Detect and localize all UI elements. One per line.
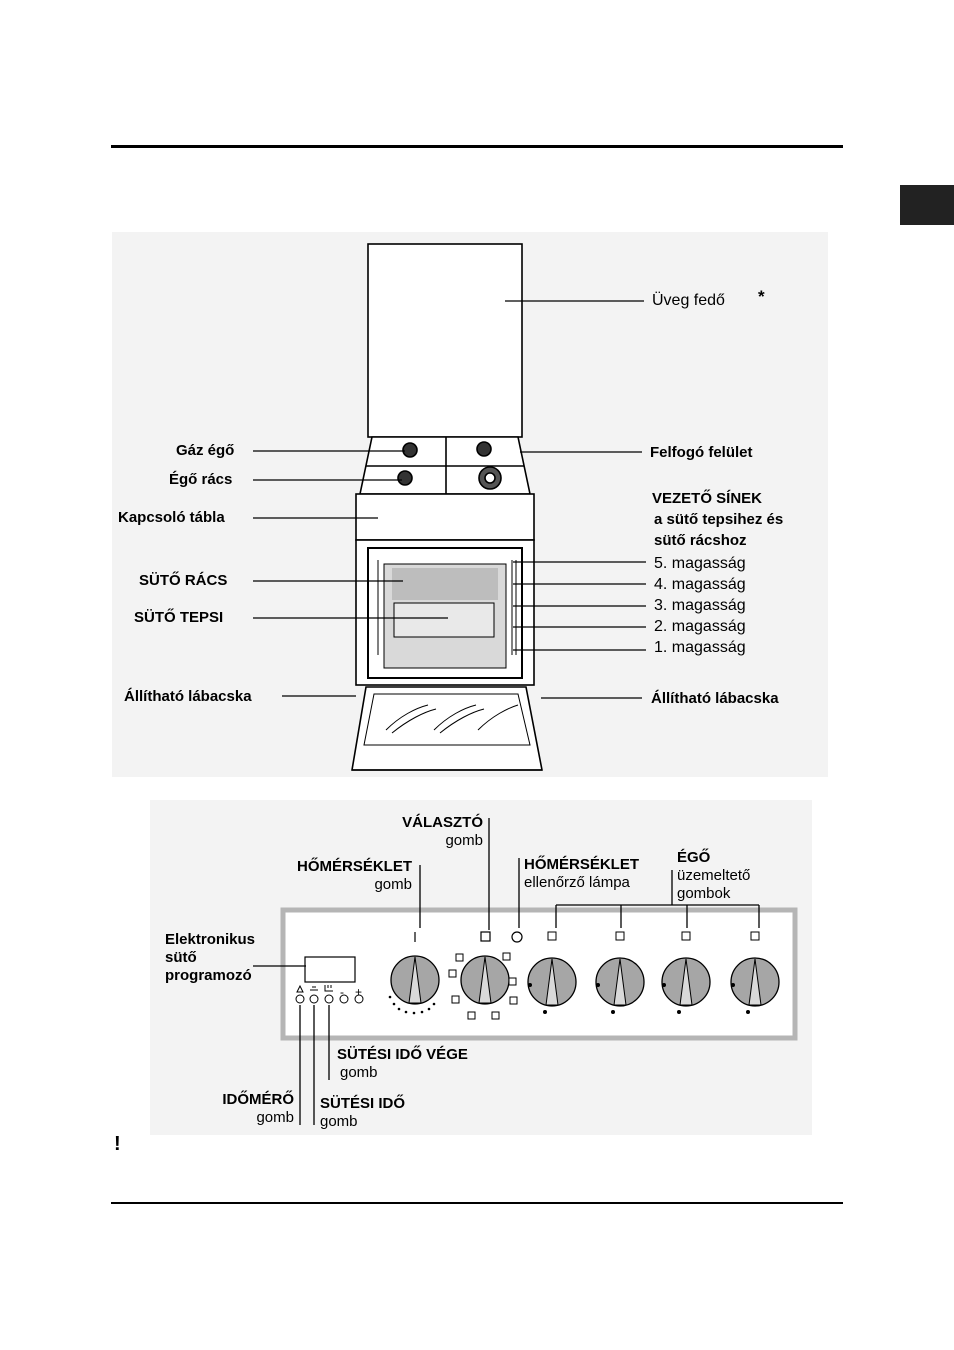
burners: [397, 441, 502, 490]
label-programmer-plus: +: [355, 985, 363, 999]
indicator-symbols: [414, 931, 523, 943]
label-programmer: Elektronikus sütő programozó: [165, 931, 255, 985]
glass-lid: [367, 243, 523, 438]
burner-knobs-sub2: gombok: [677, 885, 731, 902]
label-oven-rack: SÜTŐ RÁCS: [139, 572, 228, 589]
guide-rails-line3: sütő rácshoz: [654, 532, 747, 549]
label-level-4: 4. magasság: [654, 576, 746, 593]
stove-leader-lines: [253, 300, 646, 699]
note-mark: !: [114, 1133, 121, 1155]
burner-knobs: [527, 957, 780, 1007]
top-rule: [111, 145, 843, 148]
burner-position-icons: [547, 931, 760, 941]
selector-symbols: [448, 952, 518, 1020]
oven-tray-shape: [393, 602, 495, 638]
control-panel-strip: [355, 493, 535, 541]
label-cook-time: SÜTÉSI IDŐ gomb: [320, 1095, 405, 1131]
timer-title: IDŐMÉRŐ: [222, 1091, 294, 1108]
thermostat-lamp-title: HŐMÉRSÉKLET: [524, 856, 640, 873]
programmer-buttons: [295, 994, 364, 1004]
label-programmer-minus: -: [340, 985, 344, 999]
burner-knob-dots: [528, 983, 750, 1014]
label-selector: VÁLASZTÓ gomb: [389, 814, 483, 850]
thermostat-scale: [388, 995, 436, 1015]
selector-sub: gomb: [445, 832, 483, 849]
thermostat-lamp-sub: ellenőrző lámpa: [524, 874, 630, 891]
label-burner-knobs: ÉGŐ üzemeltető gombok: [677, 849, 750, 903]
label-glass-lid: Üveg fedő: [652, 292, 725, 309]
label-level-1: 1. magasság: [654, 639, 746, 656]
label-asterisk: *: [758, 287, 765, 306]
label-work-surface: Felfogó felület: [650, 444, 753, 461]
oven-knobs: [390, 955, 510, 1005]
programmer-line3: programozó: [165, 967, 252, 984]
stove-illustration: [351, 243, 543, 771]
label-timer: IDŐMÉRŐ gomb: [210, 1091, 294, 1127]
label-control-panel: Kapcsoló tábla: [118, 509, 225, 526]
guide-rails-title: VEZETŐ SÍNEK: [652, 490, 763, 507]
timer-sub: gomb: [256, 1109, 294, 1126]
label-end-time: SÜTÉSI IDŐ VÉGE gomb: [337, 1046, 468, 1082]
label-level-5: 5. magasság: [654, 555, 746, 572]
burner-knobs-sub1: üzemeltető: [677, 867, 751, 884]
guide-rails: [377, 560, 517, 655]
cook-time-title: SÜTÉSI IDŐ: [320, 1095, 406, 1112]
burner-knobs-title: ÉGŐ: [677, 849, 711, 866]
programmer-line1: Elektronikus: [165, 931, 256, 948]
label-level-3: 3. magasság: [654, 597, 746, 614]
end-time-sub: gomb: [340, 1064, 378, 1081]
bottom-rule: [111, 1202, 843, 1204]
programmer-display: [304, 956, 356, 983]
label-thermostat: HŐMÉRSÉKLET gomb: [276, 858, 412, 894]
programmer-button-symbols: [296, 984, 333, 993]
label-burner-grid: Égő rács: [169, 471, 233, 488]
section-tab: [900, 185, 954, 225]
cook-time-sub: gomb: [320, 1113, 358, 1130]
label-thermostat-lamp: HŐMÉRSÉKLET ellenőrző lámpa: [524, 856, 639, 892]
programmer-line2: sütő: [165, 949, 197, 966]
thermostat-sub: gomb: [374, 876, 412, 893]
thermostat-title: HŐMÉRSÉKLET: [296, 858, 412, 875]
label-adjustable-foot-left: Állítható lábacska: [124, 688, 252, 705]
selector-title: VÁLASZTÓ: [402, 814, 483, 831]
label-adjustable-foot-right: Állítható lábacska: [651, 690, 779, 707]
guide-rails-line2: a sütő tepsihez és: [654, 511, 784, 528]
control-panel-frame: [280, 907, 798, 1041]
door-glass-reflections: [385, 704, 519, 734]
control-leader-lines: [253, 818, 760, 1125]
end-time-title: SÜTÉSI IDŐ VÉGE: [337, 1046, 468, 1063]
label-gas-burner: Gáz égő: [176, 442, 235, 459]
label-level-2: 2. magasság: [654, 618, 746, 635]
label-oven-tray: SÜTŐ TEPSI: [134, 609, 224, 626]
label-guide-rails: VEZETŐ SÍNEK a sütő tepsihez és sütő rác…: [652, 488, 783, 551]
